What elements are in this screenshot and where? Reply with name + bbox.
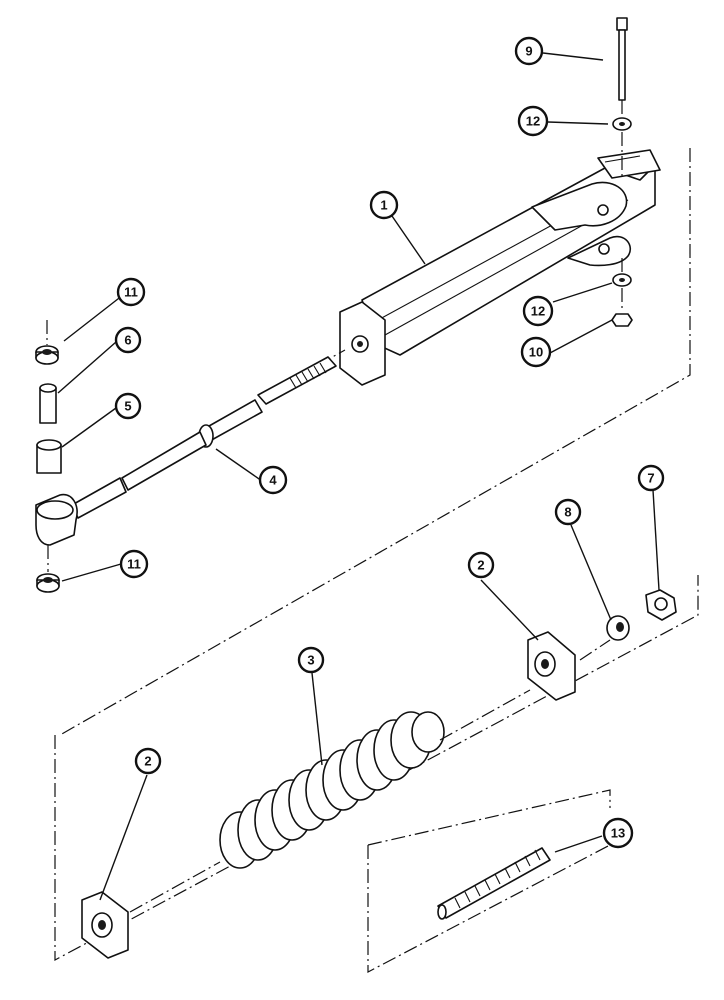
callout-4-label: 4 xyxy=(269,473,277,488)
callout-6: 6 xyxy=(114,326,142,354)
callout-8: 8 xyxy=(554,498,582,526)
bolt xyxy=(616,17,628,180)
callout-2-upper: 2 xyxy=(467,551,495,579)
callout-9: 9 xyxy=(514,36,544,66)
callout-11-bottom: 11 xyxy=(119,549,149,579)
callout-12-upper-label: 12 xyxy=(526,114,540,129)
adjustment-rod xyxy=(35,356,337,546)
callout-2-lower-label: 2 xyxy=(144,754,151,769)
callout-3-label: 3 xyxy=(307,653,314,668)
callout-2-upper-label: 2 xyxy=(477,558,484,573)
callout-10: 10 xyxy=(520,336,552,368)
callout-11-top-label: 11 xyxy=(124,285,138,300)
callout-11-top: 11 xyxy=(116,277,146,307)
callout-7-label: 7 xyxy=(647,471,654,486)
group-boundary-upper xyxy=(59,148,691,736)
threaded-pin xyxy=(437,847,551,920)
callout-12-upper: 12 xyxy=(517,105,549,137)
hex-nut-large xyxy=(645,589,677,621)
flat-washer xyxy=(606,615,630,641)
callout-12-lower-label: 12 xyxy=(531,304,545,319)
callout-9-label: 9 xyxy=(525,44,532,59)
callout-11-bottom-label: 11 xyxy=(127,557,141,572)
spring-seat-upper xyxy=(527,631,576,701)
callout-2-lower: 2 xyxy=(134,747,162,775)
callout-5-label: 5 xyxy=(124,399,131,414)
callout-8-label: 8 xyxy=(564,505,571,520)
callout-13-label: 13 xyxy=(611,826,625,841)
callout-12-lower: 12 xyxy=(522,295,554,327)
spring-seat-lower xyxy=(81,891,129,959)
washer-11-bottom xyxy=(36,545,60,593)
coil-spring xyxy=(219,711,445,869)
bushing-stack xyxy=(35,320,62,593)
leader-lines xyxy=(57,52,660,901)
callout-1: 1 xyxy=(369,190,399,220)
sleeve-5 xyxy=(36,439,62,474)
callout-6-label: 6 xyxy=(124,333,131,348)
washer-upper xyxy=(612,117,632,131)
centerline-spring-right xyxy=(439,689,531,741)
washer-11-top xyxy=(35,345,59,365)
hex-nut-small xyxy=(611,288,633,327)
centerline-nut xyxy=(579,639,611,661)
callout-1-label: 1 xyxy=(380,198,387,213)
callout-5: 5 xyxy=(114,392,142,420)
washer-lower xyxy=(612,258,632,287)
callout-3: 3 xyxy=(297,646,325,674)
square-tube-arm xyxy=(339,149,661,386)
sleeve-6 xyxy=(39,383,57,424)
callout-13: 13 xyxy=(602,817,634,849)
group-boundary-pin xyxy=(367,789,611,973)
callout-7: 7 xyxy=(637,464,665,492)
centerline-spring-left xyxy=(129,861,221,913)
callout-4: 4 xyxy=(258,465,288,495)
callout-10-label: 10 xyxy=(529,345,543,360)
